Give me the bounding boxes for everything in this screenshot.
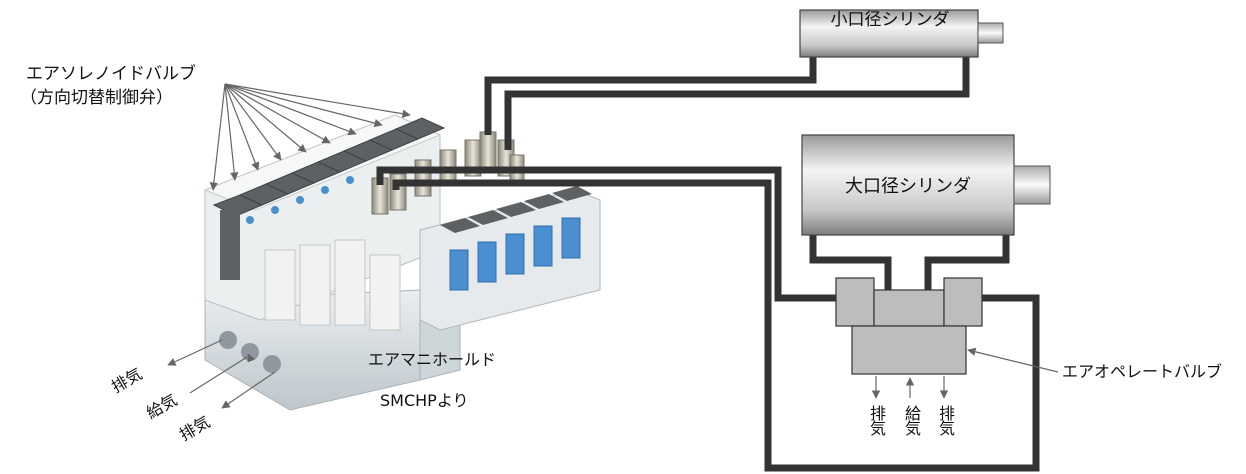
valve-blue-labels <box>449 217 581 291</box>
small-cylinder-label: 小口径シリンダ <box>830 10 950 30</box>
large-cylinder-label: 大口径シリンダ <box>845 176 971 197</box>
port-hole <box>241 343 259 361</box>
large-cylinder-rod <box>1013 165 1051 205</box>
tube-pilot-left <box>376 166 838 302</box>
solenoid-valve-sublabel: （方向切替制御弁） <box>20 88 173 108</box>
valve-pilot-right <box>943 277 983 327</box>
tube-large-cylinder-a <box>809 232 892 292</box>
operate-valve-label: エアオペレートバルブ <box>1062 362 1223 381</box>
indicator-dots <box>246 176 354 224</box>
tube-small-cylinder-b <box>504 55 970 150</box>
source-label: SMCHPより <box>380 391 469 410</box>
air-operate-valve <box>835 277 983 375</box>
port-hole <box>263 355 281 373</box>
valve-manifold-illustration <box>203 114 601 411</box>
valve-base <box>851 325 967 375</box>
small-cylinder <box>799 9 1004 58</box>
valve-body-center <box>873 289 945 327</box>
port-hole <box>219 331 237 349</box>
solenoid-heads <box>212 117 446 217</box>
tube-small-cylinder-a <box>484 55 817 135</box>
tube-large-cylinder-b <box>924 232 1010 292</box>
manifold-label: エアマニホールド <box>368 350 497 369</box>
solenoid-valve-label: エアソレノイドバルブ <box>26 64 196 84</box>
valve-port-exhaust-label: 排気 <box>867 405 886 435</box>
valve-pilot-left <box>835 277 875 327</box>
valve-port-supply-label: 給気 <box>902 405 921 435</box>
arrows <box>167 83 1059 409</box>
tube-pilot-right <box>392 179 1040 472</box>
large-cylinder <box>801 134 1051 236</box>
valve-port-exhaust-label: 排気 <box>936 405 955 435</box>
small-cylinder-rod <box>977 22 1004 44</box>
air-tubes <box>376 55 1040 472</box>
